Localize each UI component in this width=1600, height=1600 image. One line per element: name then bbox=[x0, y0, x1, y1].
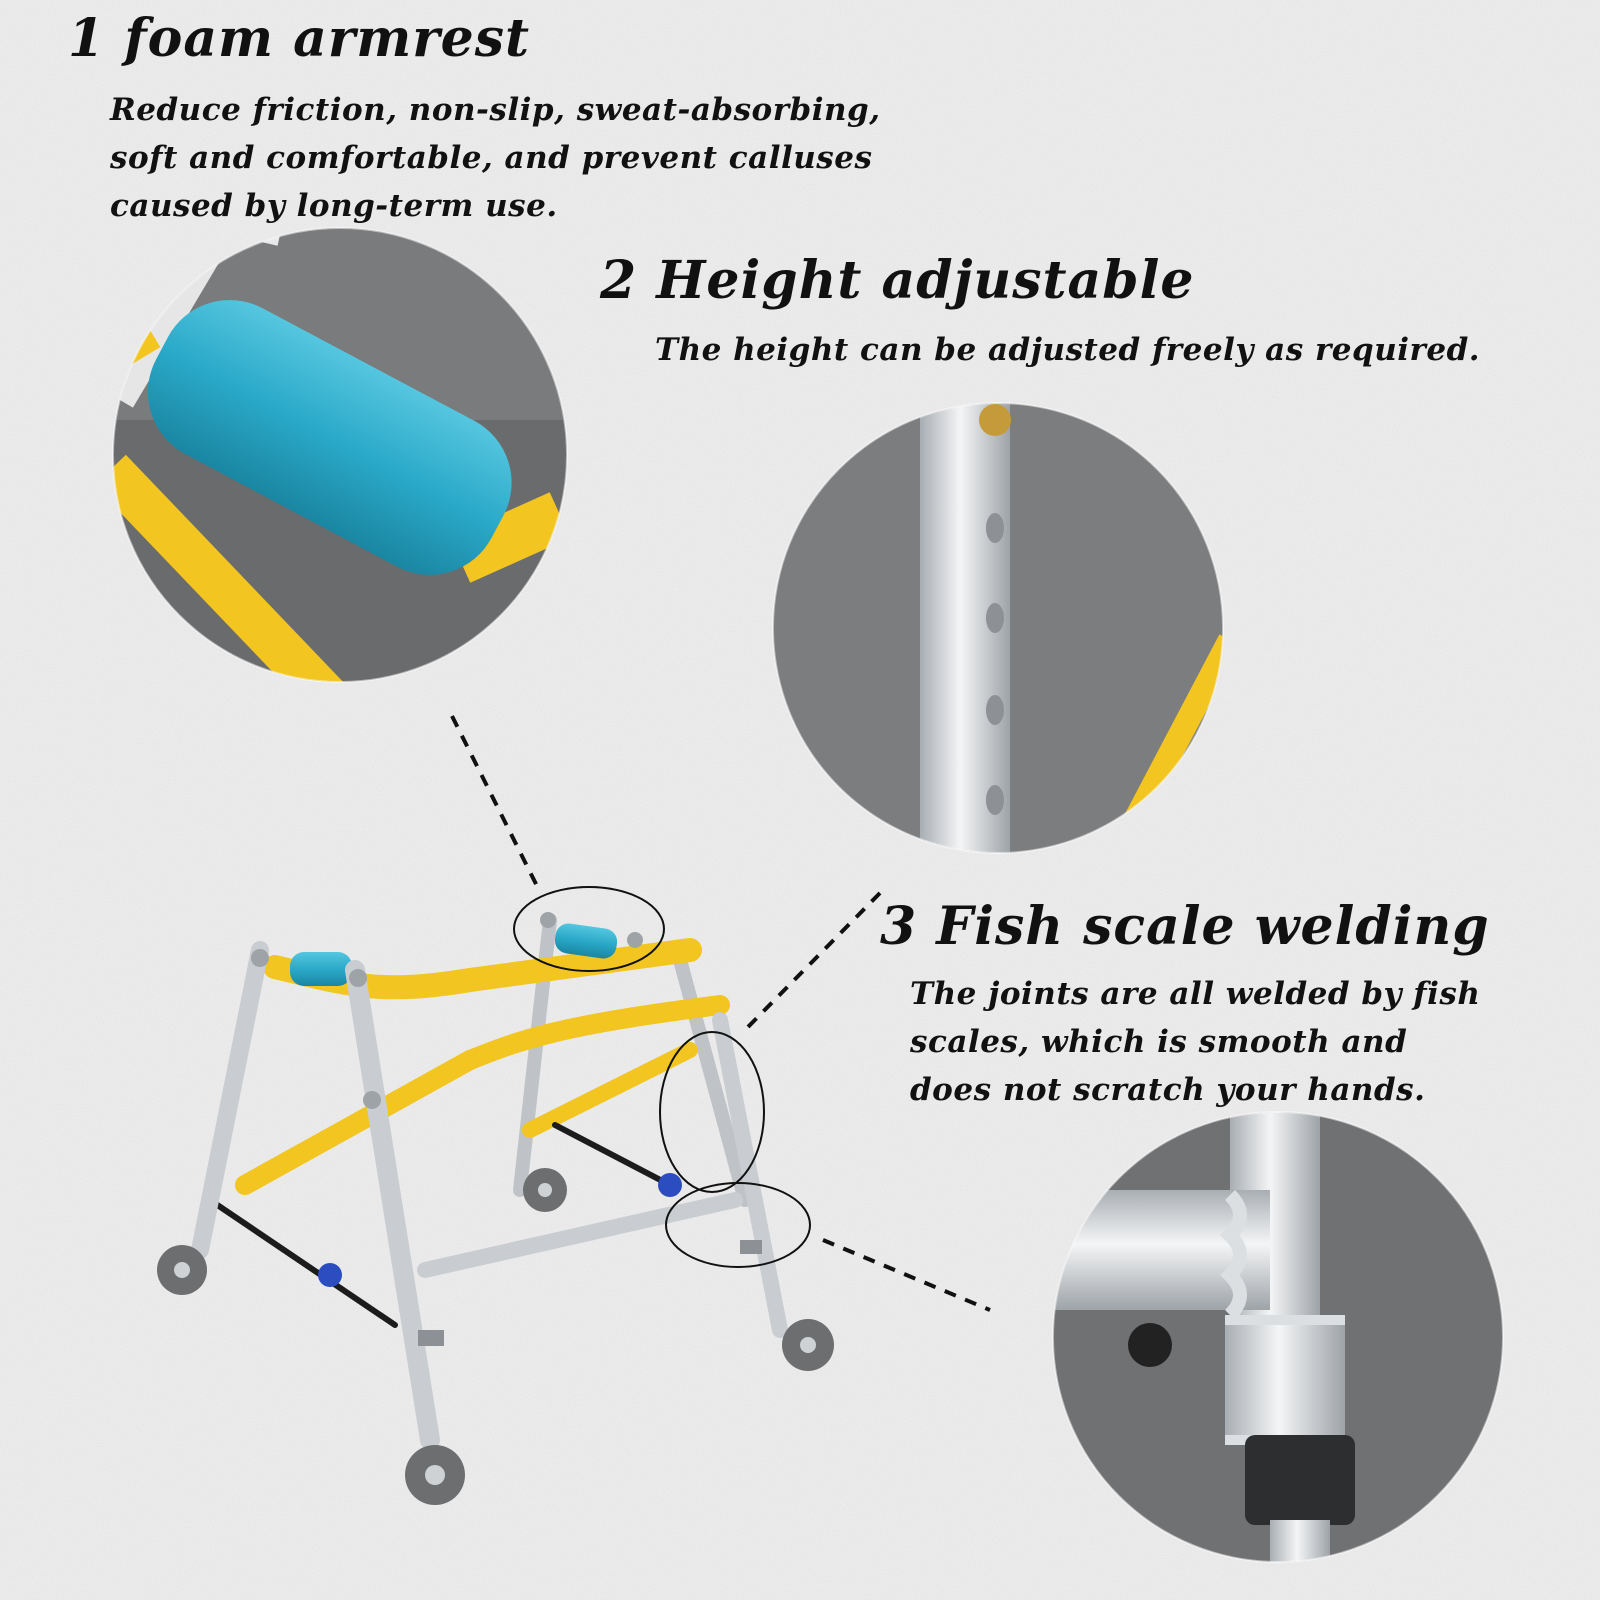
zoom-circle-welded-joint bbox=[1053, 1112, 1503, 1562]
feature-1-title: 1 foam armrest bbox=[68, 8, 530, 69]
callout-line-3 bbox=[822, 1238, 991, 1312]
feature-3-title-text: Fish scale welding bbox=[936, 896, 1490, 957]
zoom-circle-foam-grip bbox=[113, 228, 567, 682]
highlight-height-adjust bbox=[659, 1031, 765, 1193]
walker-illustration bbox=[157, 912, 834, 1505]
highlight-weld-joint bbox=[665, 1182, 811, 1268]
feature-2-number: 2 bbox=[600, 250, 638, 311]
callout-line-2 bbox=[743, 891, 882, 1032]
feature-1-line: Reduce friction, non-slip, sweat-absorbi… bbox=[110, 92, 881, 128]
feature-3-description: The joints are all welded by fish scales… bbox=[910, 970, 1590, 1114]
feature-1-line: soft and comfortable, and prevent callus… bbox=[110, 140, 873, 176]
feature-2-description: The height can be adjusted freely as req… bbox=[655, 326, 1480, 374]
feature-3-title: 3 Fish scale welding bbox=[880, 896, 1490, 957]
feature-3-line: does not scratch your hands. bbox=[910, 1072, 1426, 1108]
feature-2-line: The height can be adjusted freely as req… bbox=[655, 332, 1481, 368]
feature-3-number: 3 bbox=[880, 896, 918, 957]
feature-3-line: The joints are all welded by fish bbox=[910, 976, 1481, 1012]
feature-2-title: 2 Height adjustable bbox=[600, 250, 1194, 311]
zoom-circle-height-adjust bbox=[773, 403, 1223, 853]
feature-1-number: 1 bbox=[68, 8, 106, 69]
feature-1-title-text: foam armrest bbox=[124, 8, 531, 69]
feature-1-line: caused by long-term use. bbox=[110, 188, 558, 224]
feature-1-description: Reduce friction, non-slip, sweat-absorbi… bbox=[110, 86, 1010, 230]
highlight-armrest bbox=[513, 886, 665, 972]
callout-line-1 bbox=[450, 715, 542, 893]
feature-3-line: scales, which is smooth and bbox=[910, 1024, 1408, 1060]
feature-2-title-text: Height adjustable bbox=[656, 250, 1195, 311]
